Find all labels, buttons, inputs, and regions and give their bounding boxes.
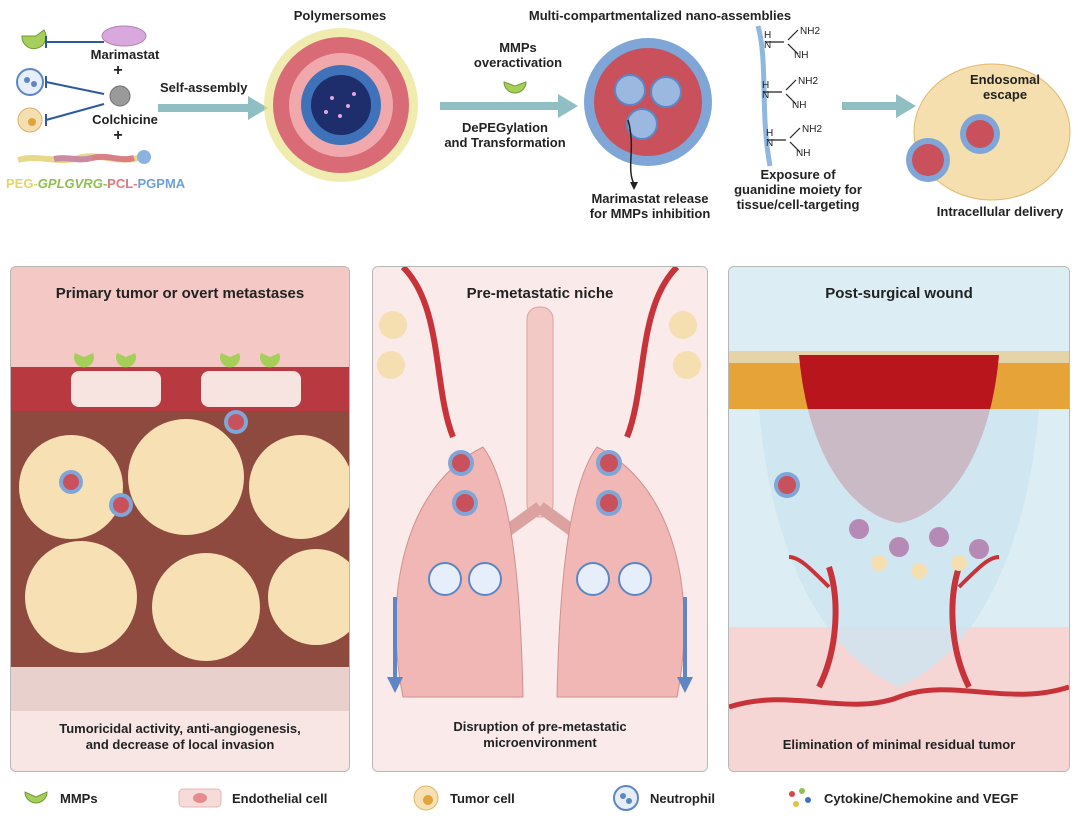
legend-neutrophil-label: Neutrophil <box>650 790 715 806</box>
guanidine-structures <box>755 25 801 167</box>
mmp-legend-icon <box>24 791 48 804</box>
marimastat-release-label: Marimastat release for MMPs inhibition <box>570 191 730 221</box>
legend-mmps-label: MMPs <box>60 790 98 806</box>
legend-tumor-cell: Tumor cell <box>412 784 515 812</box>
n-label-c: N <box>766 138 774 149</box>
wound-illustration <box>729 267 1069 771</box>
marimastat-label: Marimastat <box>90 47 160 62</box>
exposure-line-1: Exposure of <box>760 167 836 182</box>
intracellular-delivery-label: Intracellular delivery <box>936 204 1064 219</box>
exposure-line-2: guanidine moiety for <box>734 182 862 197</box>
plus-sign-2: + <box>113 127 123 144</box>
release-arrow <box>627 119 638 190</box>
endosomal-escape-line-2: escape <box>982 87 1028 102</box>
endosomal-escape-label: Endosomal escape <box>960 72 1050 102</box>
polymersome-graphic <box>264 28 418 182</box>
panel-premetastatic-caption-line-1: Disruption of pre-metastatic <box>453 719 627 734</box>
polymersomes-label: Polymersomes <box>293 8 387 23</box>
panel-premetastatic-caption-line-2: microenvironment <box>483 735 597 750</box>
lungs-illustration <box>373 267 707 771</box>
panel-primary-caption-line-1: Tumoricidal activity, anti-angiogenesis, <box>59 721 301 736</box>
cytokine-legend-icon <box>789 788 811 807</box>
neutrophil-icon <box>16 68 44 96</box>
colchicine-sphere-icon <box>109 85 131 107</box>
h-label-a: H <box>764 30 772 41</box>
multi-compartment-label: Multi-compartmentalized nano-assemblies <box>528 8 792 23</box>
legend-mmps: MMPs <box>22 784 98 812</box>
panel-post-surgical: Post-surgical wound Elimination of minim… <box>728 266 1070 772</box>
endosomal-escape-line-1: Endosomal <box>969 72 1041 87</box>
nh-label-c: NH <box>796 148 811 159</box>
formula-peptide: GPLGVRG <box>37 176 103 191</box>
tumor-cell-legend-icon <box>413 785 439 811</box>
legend-endothelial: Endothelial cell <box>178 784 327 812</box>
formula-sep-2: - <box>133 176 138 191</box>
formula-pcl: PCL <box>107 176 134 191</box>
ingredients-graphic <box>16 25 151 164</box>
nh2-label-a: NH2 <box>800 26 821 37</box>
depegylation-line-2: and Transformation <box>444 135 566 150</box>
panel-premetastatic-caption: Disruption of pre-metastatic microenviro… <box>373 719 707 751</box>
legend-endothelial-label: Endothelial cell <box>232 790 328 806</box>
panel-premetastatic-title: Pre-metastatic niche <box>466 285 614 302</box>
marimastat-release-line-1: Marimastat release <box>591 191 709 206</box>
formula-pgpma: PGPMA <box>137 176 186 191</box>
n-label-a: N <box>764 40 772 51</box>
h-label-b: H <box>762 80 770 91</box>
colchicine-label: Colchicine <box>92 112 158 127</box>
self-assembly-arrow <box>158 96 268 120</box>
panel-primary-caption: Tumoricidal activity, anti-angiogenesis,… <box>11 721 349 753</box>
depegylation-label: DePEGylation and Transformation <box>430 120 580 150</box>
panel-post-surgical-title: Post-surgical wound <box>825 285 973 302</box>
panel-primary-tumor: Primary tumor or overt metastases Tumori… <box>10 266 350 772</box>
depegylation-line-1: DePEGylation <box>462 120 548 135</box>
h-label-c: H <box>766 128 774 139</box>
nh-label-b: NH <box>792 100 807 111</box>
legend-cytokine: Cytokine/Chemokine and VEGF <box>786 784 1018 812</box>
panel-primary-caption-line-2: and decrease of local invasion <box>85 737 275 752</box>
panel-primary-title: Primary tumor or overt metastases <box>55 285 305 302</box>
legend-tumor-cell-label: Tumor cell <box>450 790 515 806</box>
neutrophil-legend-icon <box>613 785 639 811</box>
nano-assembly-graphic <box>584 38 712 166</box>
primary-tumor-illustration <box>11 267 349 771</box>
panel-premetastatic: Pre-metastatic niche Disruption of pre-m… <box>372 266 708 772</box>
target-cell-graphic <box>906 63 1071 201</box>
n-label-b: N <box>762 90 770 101</box>
formula-sep: - <box>102 176 108 191</box>
legend-neutrophil: Neutrophil <box>612 784 715 812</box>
mmps-overactivation-line-2: overactivation <box>473 55 563 70</box>
self-assembly-label: Self-assembly <box>160 80 248 95</box>
nh-label-a: NH <box>794 50 809 61</box>
delivery-arrow <box>842 94 916 118</box>
mmp-icon <box>21 29 47 50</box>
nh2-label-b: NH2 <box>798 76 819 87</box>
legend-cytokine-label: Cytokine/Chemokine and VEGF <box>824 790 1019 806</box>
marimastat-release-line-2: for MMPs inhibition <box>589 206 711 221</box>
transformation-arrow <box>440 94 578 118</box>
endothelial-cell-legend-icon <box>178 788 222 808</box>
mmps-overactivation-line-1: MMPs <box>499 40 537 55</box>
nh2-label-c: NH2 <box>802 124 823 135</box>
exposure-line-3: tissue/cell-targeting <box>736 197 860 212</box>
mmps-overactivation-label: MMPs overactivation <box>468 40 568 70</box>
formula-peg: PEG- <box>6 176 38 191</box>
mmp-icon-top <box>503 81 527 94</box>
polymer-formula: PEG-GPLGVRG-PCL-PGPMA <box>6 176 185 191</box>
exposure-label: Exposure of guanidine moiety for tissue/… <box>708 167 888 212</box>
marimastat-pill-icon <box>101 25 147 47</box>
panel-post-surgical-caption: Elimination of minimal residual tumor <box>782 737 1016 752</box>
plus-sign: + <box>113 62 123 79</box>
